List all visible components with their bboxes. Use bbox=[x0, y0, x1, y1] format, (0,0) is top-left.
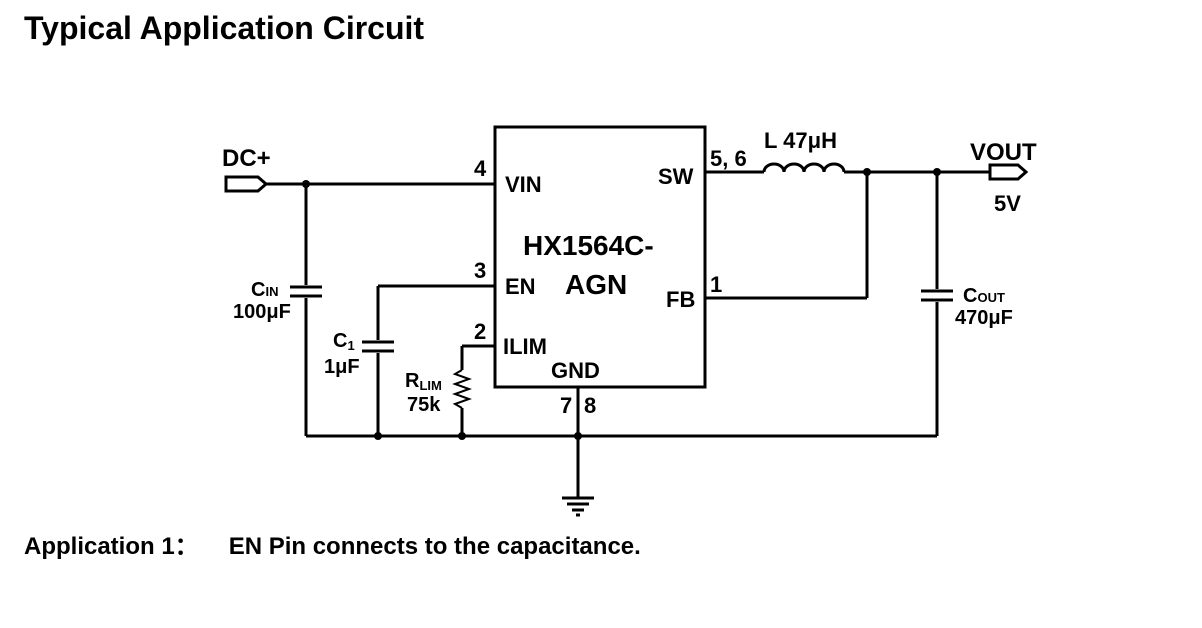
cout-value: 470μF bbox=[955, 307, 1013, 329]
pin-label-ilim: ILIM bbox=[503, 334, 547, 359]
c1-value: 1μF bbox=[324, 356, 360, 378]
pin-label-gnd: GND bbox=[551, 358, 600, 383]
pin-number-vin: 4 bbox=[474, 156, 487, 181]
c1-capacitor bbox=[362, 340, 394, 353]
cout-capacitor bbox=[921, 289, 953, 302]
dc-input-terminal bbox=[224, 175, 269, 193]
junction-dots bbox=[302, 168, 941, 440]
rlim-label: RLIM bbox=[405, 370, 442, 393]
pin-number-ilim: 2 bbox=[474, 319, 486, 344]
pin-number-gnd-b: 8 bbox=[584, 393, 596, 418]
vout-terminal bbox=[988, 163, 1029, 181]
pin-label-fb: FB bbox=[666, 287, 695, 312]
caption-text: EN Pin connects to the capacitance. bbox=[228, 533, 641, 560]
inductor-coil bbox=[762, 162, 846, 173]
application-caption: Application 1： EN Pin connects to the cap… bbox=[24, 526, 641, 561]
pin-label-en: EN bbox=[505, 274, 536, 299]
c1-label: C1 bbox=[333, 330, 355, 353]
pin-number-fb: 1 bbox=[710, 272, 722, 297]
pin-label-vin: VIN bbox=[505, 172, 542, 197]
rlim-resistor bbox=[452, 369, 472, 409]
ic-part-line1: HX1564C- bbox=[523, 230, 654, 261]
vout-label: VOUT bbox=[970, 139, 1037, 166]
caption-label: Application 1： bbox=[24, 533, 199, 560]
cin-capacitor bbox=[290, 285, 322, 298]
rlim-value: 75k bbox=[407, 394, 441, 416]
pin-number-en: 3 bbox=[474, 258, 486, 283]
cout-label: COUT bbox=[963, 285, 1005, 307]
pin-label-sw: SW bbox=[658, 164, 694, 189]
cin-value: 100μF bbox=[233, 301, 291, 323]
cin-label: CIN bbox=[251, 279, 278, 301]
ic-part-line2: AGN bbox=[565, 269, 627, 300]
vout-value: 5V bbox=[994, 191, 1021, 216]
ground-symbol bbox=[562, 496, 594, 517]
inductor-label: L 47μH bbox=[764, 128, 837, 153]
pin-number-gnd-a: 7 bbox=[560, 393, 572, 418]
pin-number-sw: 5, 6 bbox=[710, 146, 747, 171]
dc-input-label: DC+ bbox=[222, 145, 271, 172]
page-title: Typical Application Circuit bbox=[24, 10, 425, 46]
ic-body bbox=[493, 125, 707, 389]
